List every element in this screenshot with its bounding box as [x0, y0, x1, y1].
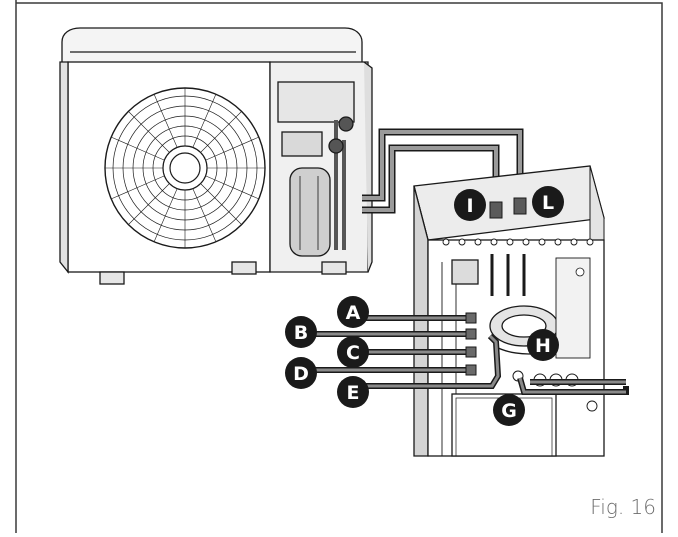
callout-G: G [493, 394, 525, 426]
callout-label: G [501, 400, 517, 422]
callout-label: D [293, 363, 309, 385]
callout-D: D [285, 357, 317, 389]
callout-I: I [454, 189, 486, 221]
pipe-connector-icon [489, 197, 527, 219]
callout-label: A [346, 302, 361, 324]
fan-grille [104, 87, 266, 249]
figure-caption: Fig. 16 [590, 495, 656, 519]
callout-L: L [532, 186, 564, 218]
pipe-connector-icon [465, 312, 477, 376]
callout-label: H [535, 335, 551, 357]
callout-label: B [294, 322, 308, 344]
callout-label: C [346, 342, 360, 364]
callout-label: L [542, 192, 554, 214]
callout-C: C [337, 336, 369, 368]
outdoor-unit-illustration [59, 27, 373, 285]
callout-E: E [337, 376, 369, 408]
callout-H: H [527, 329, 559, 361]
figure-frame [15, 0, 663, 533]
callout-label: E [347, 382, 360, 404]
callout-B: B [285, 316, 317, 348]
refrigerant-pipes [362, 128, 524, 214]
hydraulic-pipes [314, 315, 629, 395]
callout-A: A [337, 296, 369, 328]
callout-label: I [466, 195, 473, 217]
